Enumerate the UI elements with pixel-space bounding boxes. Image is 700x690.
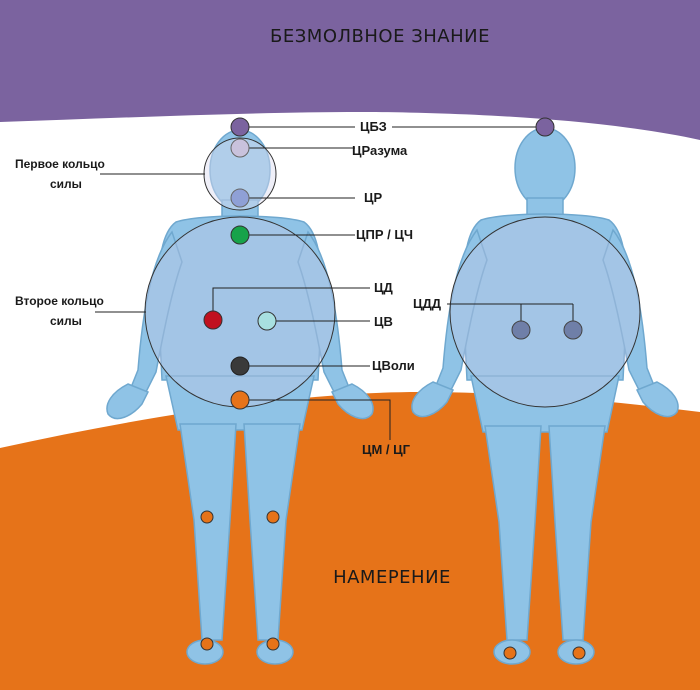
cbz-dot-back: [535, 117, 555, 137]
cv-label: ЦВ: [374, 314, 393, 329]
cm-label: ЦМ / ЦГ: [362, 442, 411, 457]
cvoli-dot: [230, 356, 250, 376]
cr-dot: [230, 188, 250, 208]
back-body-figure: [411, 127, 679, 665]
cv-dot: [257, 311, 277, 331]
cm-dot: [230, 390, 250, 410]
front-body-figure: [106, 129, 374, 665]
cd-dot: [203, 310, 223, 330]
cdd-dot-right: [563, 320, 583, 340]
cbz-label: ЦБЗ: [360, 119, 387, 134]
second-ring-label-line1: Второе кольцо: [15, 294, 104, 308]
silent-knowledge-label: БЕЗМОЛВНОЕ ЗНАНИЕ: [270, 26, 490, 47]
cvoli-label: ЦВоли: [372, 358, 415, 373]
cdd-dot-left: [511, 320, 531, 340]
second-ring-label-line2: силы: [50, 314, 82, 328]
cd-label: ЦД: [374, 280, 393, 295]
silent-knowledge-band: [0, 0, 700, 140]
foot-dot-back-right: [572, 646, 586, 660]
knee-dot-right: [266, 510, 280, 524]
foot-dot-front-right: [266, 637, 280, 651]
second-ring-circle-front: [144, 216, 336, 408]
crazuma-label: ЦРазума: [352, 143, 408, 158]
crazuma-dot: [230, 138, 250, 158]
first-ring-label-line1: Первое кольцо: [15, 157, 105, 171]
intent-label: НАМЕРЕНИЕ: [333, 567, 451, 588]
foot-dot-back-left: [503, 646, 517, 660]
cr-label: ЦР: [364, 190, 382, 205]
cpr-dot: [230, 225, 250, 245]
cbz-dot-front: [230, 117, 250, 137]
leader-lines: [95, 126, 574, 440]
cpr-label: ЦПР / ЦЧ: [356, 227, 413, 242]
knee-dot-left: [200, 510, 214, 524]
second-ring-circle-back: [449, 216, 641, 408]
foot-dot-front-left: [200, 637, 214, 651]
cdd-label: ЦДД: [413, 296, 442, 311]
first-ring-label-line2: силы: [50, 177, 82, 191]
